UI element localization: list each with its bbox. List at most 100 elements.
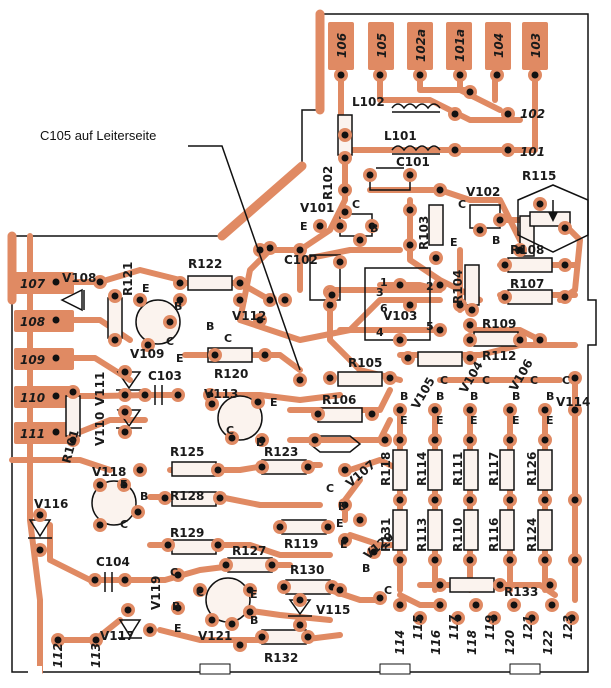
solder-pad (96, 521, 104, 529)
pin-letter-c: C (224, 332, 232, 345)
solder-pad (506, 556, 514, 564)
solder-pad (111, 336, 119, 344)
label-V112: V112 (232, 309, 266, 323)
label-R122: R122 (188, 257, 222, 271)
solder-pad (436, 281, 444, 289)
solder-pad (296, 376, 304, 384)
pin-letter-b: B (172, 600, 180, 613)
solder-pad (536, 336, 544, 344)
solder-pad (69, 436, 77, 444)
connector-label-118: 118 (465, 630, 479, 655)
connector-label-101a: 101a (453, 29, 467, 62)
pin-letter-c: C (120, 518, 128, 531)
solder-pad (120, 481, 128, 489)
top-connector-labels: 106 105 102a 101a 104 103 102 101 (335, 29, 545, 159)
pin-letter-c: C (352, 198, 360, 211)
solder-pad (121, 391, 129, 399)
solder-pad (52, 428, 60, 436)
solder-pad (216, 494, 224, 502)
pin-letter-c: C (482, 374, 490, 387)
pin-letter-e: E (512, 414, 520, 427)
pin-letter-b: B (250, 614, 258, 627)
pin-letter-c: C (326, 482, 334, 495)
solder-pad (376, 71, 384, 79)
solder-pad (146, 626, 154, 634)
solder-pad (466, 88, 474, 96)
solder-pad (466, 556, 474, 564)
solder-pad (341, 131, 349, 139)
annotation-text: C105 auf Leiterseite (40, 128, 156, 143)
solder-pad (432, 254, 440, 262)
solder-pad (506, 496, 514, 504)
label-V117: V117 (100, 629, 134, 643)
solder-pad (468, 306, 476, 314)
solder-pad (516, 336, 524, 344)
solder-pad (174, 604, 182, 612)
solder-pad (246, 586, 254, 594)
solder-pad (472, 601, 480, 609)
solder-pad (164, 541, 172, 549)
label-R126: R126 (525, 452, 539, 486)
connector-label-112: 112 (51, 643, 65, 668)
solder-pad (541, 406, 549, 414)
solder-pad (326, 301, 334, 309)
solder-pad (368, 222, 376, 230)
pin-letter-b: B (206, 320, 214, 333)
solder-pad (396, 556, 404, 564)
pin-letter-e: E (450, 236, 458, 249)
connector-label-102: 102 (520, 107, 545, 121)
solder-pad (336, 222, 344, 230)
solder-pad (52, 278, 60, 286)
solder-pad (304, 463, 312, 471)
solder-pad (404, 354, 412, 362)
solder-pad (431, 496, 439, 504)
label-V108: V108 (62, 271, 96, 285)
solder-pad (493, 71, 501, 79)
solder-pad (341, 186, 349, 194)
solder-pad (368, 410, 376, 418)
label-V101: V101 (300, 201, 334, 215)
label-R129: R129 (170, 526, 204, 540)
solder-pad (356, 236, 364, 244)
solder-pad (228, 620, 236, 628)
label-R132: R132 (264, 651, 298, 665)
pin-letter-c: C (170, 566, 178, 579)
label-R120: R120 (214, 367, 248, 381)
solder-pad (541, 556, 549, 564)
connector-label-110: 110 (20, 391, 45, 405)
solder-pad (222, 561, 230, 569)
label-R115: R115 (522, 169, 556, 183)
pin-letter-e: E (120, 478, 128, 491)
solder-pad (561, 224, 569, 232)
solder-pad (121, 428, 129, 436)
pin-letter-e: E (142, 282, 150, 295)
solder-pad (436, 581, 444, 589)
solder-pad (506, 406, 514, 414)
label-R123: R123 (264, 445, 298, 459)
pin-letter-b: B (470, 390, 478, 403)
label-L102: L102 (352, 95, 385, 109)
label-R130: R130 (290, 563, 324, 577)
solder-pad (336, 586, 344, 594)
label-R131: R131 (379, 518, 393, 552)
solder-pad (208, 400, 216, 408)
solder-pad (466, 406, 474, 414)
solder-pad (52, 316, 60, 324)
pin-letter-e: E (270, 396, 278, 409)
solder-pad (396, 436, 404, 444)
solder-pad (54, 636, 62, 644)
annotation: C105 auf Leiterseite (40, 128, 301, 371)
trimmer-r115 (517, 184, 589, 253)
solder-pad (436, 601, 444, 609)
solder-pad (121, 368, 129, 376)
solder-pad (121, 576, 129, 584)
solder-pad (496, 581, 504, 589)
solder-pad (261, 351, 269, 359)
solder-pad (541, 436, 549, 444)
label-R109: R109 (482, 317, 516, 331)
label-R118: R118 (379, 452, 393, 486)
pin-letter-b: B (436, 390, 444, 403)
solder-pad (561, 261, 569, 269)
bottom-connector-labels: 112 113 114 115 116 117 118 119 120 121 … (51, 614, 575, 668)
label-L101: L101 (384, 129, 417, 143)
